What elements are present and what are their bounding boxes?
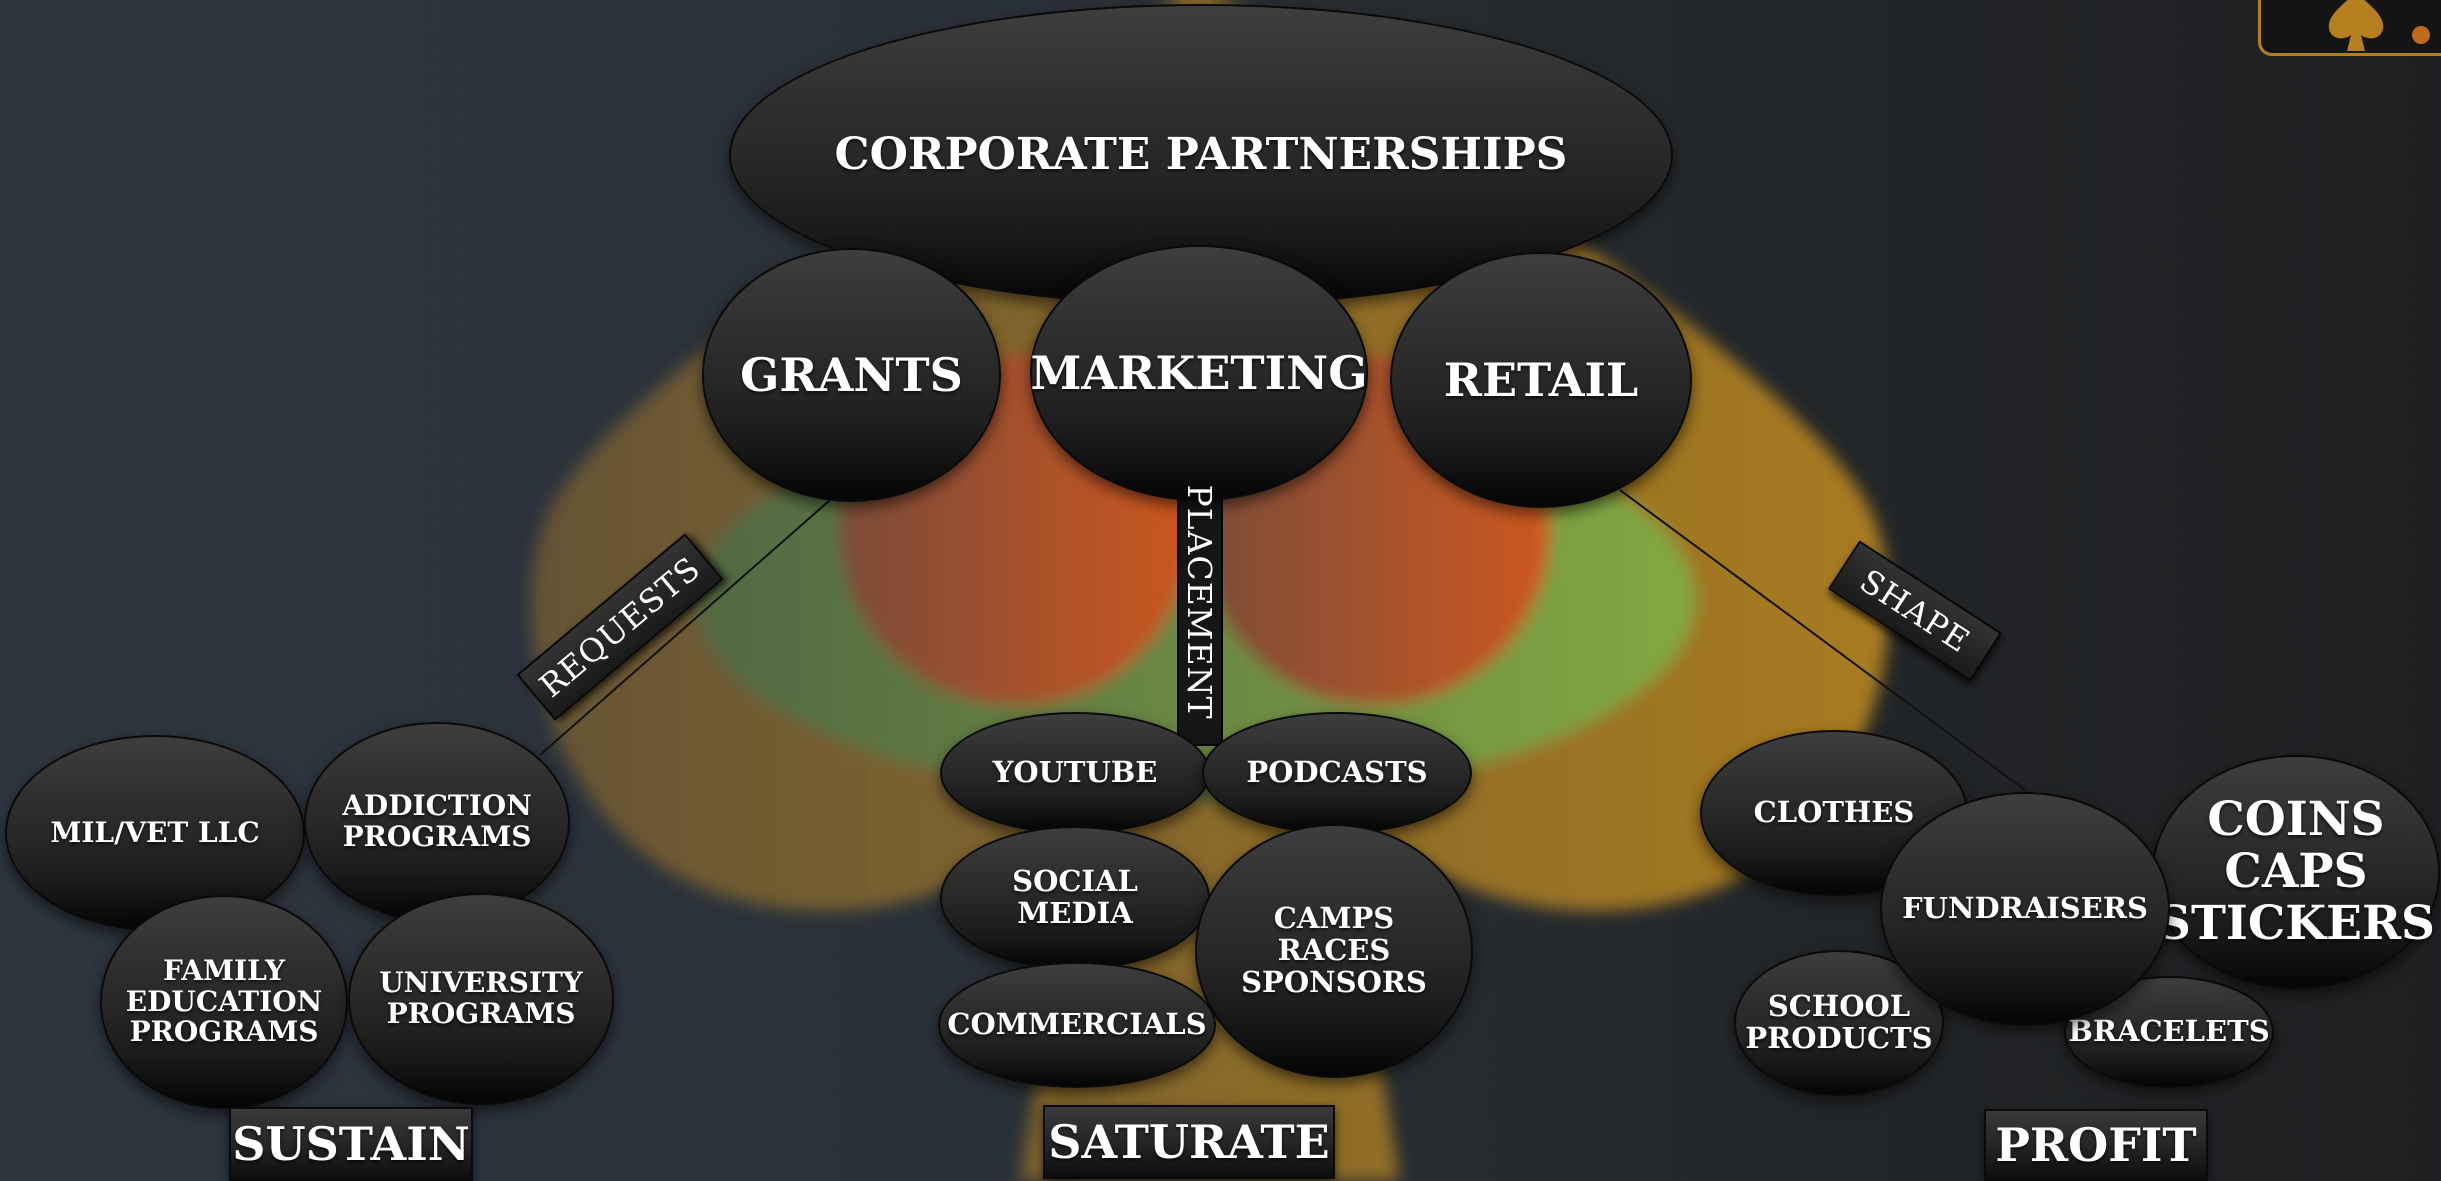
youtube-node: YOUTUBE (940, 712, 1210, 834)
placement-tag: PLACEMENT (1178, 447, 1222, 757)
saturate-label: SATURATE (1048, 1115, 1330, 1169)
social-media-label: SOCIAL MEDIA (1012, 864, 1138, 930)
clothes-label: CLOTHES (1753, 795, 1915, 830)
school-products-label: SCHOOL PRODUCTS (1745, 989, 1933, 1055)
retail-label: RETAIL (1443, 352, 1639, 407)
corporate-partnerships-label: CORPORATE PARTNERSHIPS (834, 128, 1568, 180)
addiction-programs-node: ADDICTION PROGRAMS (304, 722, 570, 922)
placement-label: PLACEMENT (1180, 484, 1220, 720)
milvet-label: MIL/VET LLC (50, 815, 260, 849)
saturate-box: SATURATE (1043, 1105, 1335, 1179)
grants-label: GRANTS (740, 347, 963, 402)
university-programs-node: UNIVERSITY PROGRAMS (348, 893, 614, 1105)
commercials-label: COMMERCIALS (947, 1007, 1207, 1042)
podcasts-label: PODCASTS (1246, 755, 1428, 790)
commercials-node: COMMERCIALS (938, 962, 1216, 1088)
grants-node: GRANTS (702, 248, 1001, 502)
sustain-box: SUSTAIN (229, 1107, 473, 1181)
profit-box: PROFIT (1984, 1109, 2208, 1181)
logo-badge (2258, 0, 2441, 56)
camps-races-sponsors-label: CAMPS RACES SPONSORS (1241, 901, 1427, 999)
family-education-label: FAMILY EDUCATION PROGRAMS (125, 953, 323, 1049)
profit-label: PROFIT (1995, 1118, 2197, 1172)
coins-caps-stickers-node: COINS CAPS STICKERS (2152, 755, 2440, 989)
fundraisers-node: FUNDRAISERS (1880, 792, 2170, 1026)
camps-races-sponsors-node: CAMPS RACES SPONSORS (1195, 824, 1473, 1078)
sustain-label: SUSTAIN (232, 1117, 470, 1171)
bracelets-label: BRACELETS (2068, 1014, 2270, 1049)
fundraisers-label: FUNDRAISERS (1902, 891, 2148, 926)
youtube-label: YOUTUBE (992, 755, 1158, 790)
marketing-node: MARKETING (1030, 245, 1368, 501)
social-media-node: SOCIAL MEDIA (940, 826, 1210, 970)
spade-icon (2328, 0, 2430, 51)
university-programs-label: UNIVERSITY PROGRAMS (379, 966, 583, 1030)
podcasts-node: PODCASTS (1202, 712, 1472, 834)
coins-caps-stickers-label: COINS CAPS STICKERS (2157, 792, 2435, 951)
marketing-label: MARKETING (1030, 345, 1368, 400)
addiction-programs-label: ADDICTION PROGRAMS (342, 789, 532, 853)
retail-node: RETAIL (1390, 252, 1692, 508)
family-education-node: FAMILY EDUCATION PROGRAMS (100, 895, 348, 1109)
